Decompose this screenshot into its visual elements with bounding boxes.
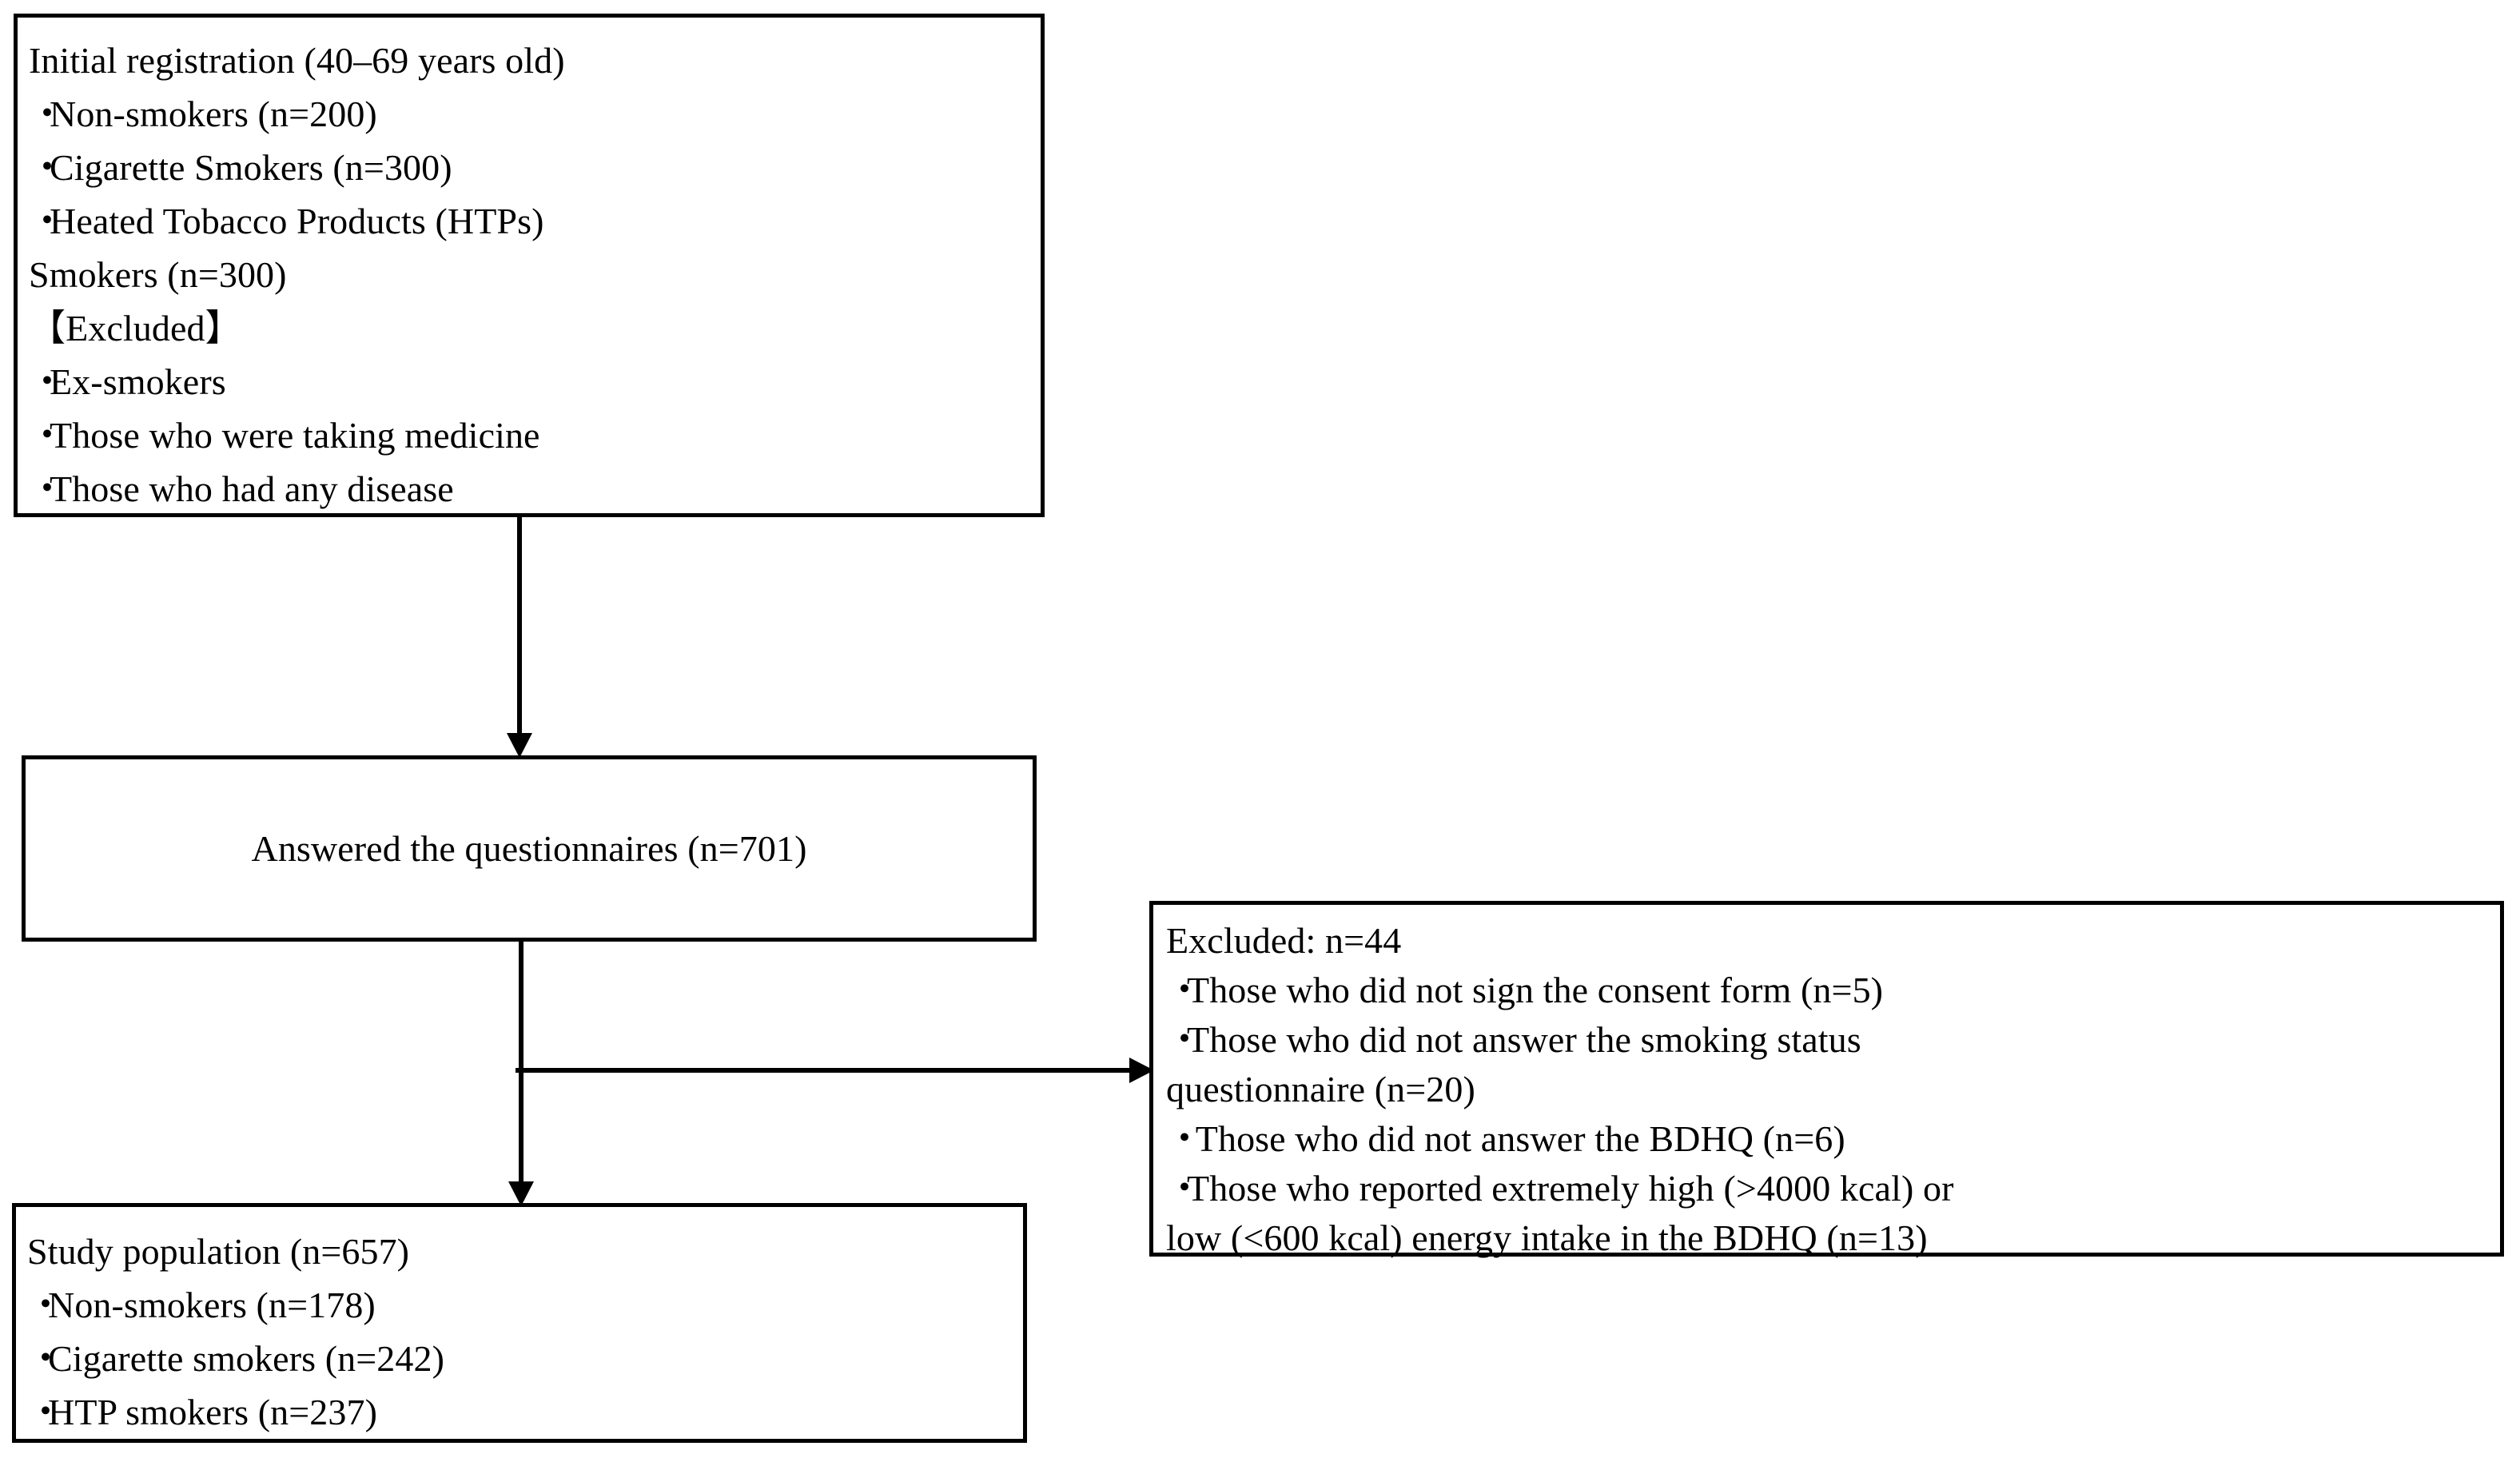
list-item-label: Smokers (n=300) <box>29 254 287 295</box>
bullet-icon: ・ <box>29 201 66 241</box>
bullet-icon: ・ <box>29 468 66 509</box>
list-item: ・Cigarette Smokers (n=300) <box>29 141 1041 194</box>
bullet-icon: ・ <box>27 1338 65 1379</box>
list-item: ・ Those who did not answer the BDHQ (n=6… <box>1166 1114 2500 1164</box>
list-item-label: Non-smokers (n=178) <box>48 1285 376 1325</box>
box-initial-registration-content: Initial registration (40–69 years old)・N… <box>18 18 1041 516</box>
list-item-label: HTP smokers (n=237) <box>48 1392 377 1432</box>
list-item: ・Heated Tobacco Products (HTPs) <box>29 194 1041 248</box>
bullet-icon: ・ <box>1166 970 1204 1010</box>
box-study-population-content: Study population (n=657)・Non-smokers (n=… <box>16 1207 1023 1439</box>
arrow-down-icon <box>507 516 532 758</box>
list-item: ・Cigarette smokers (n=242) <box>27 1332 1023 1385</box>
list-item-label: Cigarette Smokers (n=300) <box>50 147 452 188</box>
list-item-label: Initial registration (40–69 years old) <box>29 40 565 81</box>
list-item: Initial registration (40–69 years old) <box>29 34 1041 87</box>
list-item: ・Those who had any disease <box>29 462 1041 516</box>
answered-questionnaires-label: Answered the questionnaires (n=701) <box>251 828 807 869</box>
list-item: low (<600 kcal) energy intake in the BDH… <box>1166 1213 2500 1263</box>
list-item-label: Those who were taking medicine <box>50 415 540 456</box>
bullet-icon: ・ <box>1166 1019 1204 1060</box>
bullet-icon: ・ <box>29 415 66 456</box>
box-study-population: Study population (n=657)・Non-smokers (n=… <box>12 1203 1027 1443</box>
list-item-label: Those who did not sign the consent form … <box>1187 970 1884 1010</box>
list-item: ・Non-smokers (n=178) <box>27 1278 1023 1332</box>
bullet-icon: ・ <box>27 1285 65 1325</box>
bullet-icon: ・ <box>29 361 66 402</box>
list-item-label: Ex-smokers <box>50 361 226 402</box>
list-item-label: Those who did not answer the BDHQ (n=6) <box>1187 1118 1845 1159</box>
list-item: ・Those who did not answer the smoking st… <box>1166 1015 2500 1065</box>
list-item: 【Excluded】 <box>29 301 1041 355</box>
list-item: questionnaire (n=20) <box>1166 1065 2500 1114</box>
list-item-label: Excluded: n=44 <box>1166 920 1402 961</box>
box-initial-registration: Initial registration (40–69 years old)・N… <box>14 14 1045 517</box>
list-item: ・HTP smokers (n=237) <box>27 1385 1023 1439</box>
connector-questionnaires-to-study-population <box>496 938 551 1207</box>
connector-registration-to-questionnaires <box>496 516 551 759</box>
study-population-line-list: Study population (n=657)・Non-smokers (n=… <box>27 1225 1023 1439</box>
list-item: Study population (n=657) <box>27 1225 1023 1278</box>
list-item-label: questionnaire (n=20) <box>1166 1069 1475 1109</box>
list-item: Excluded: n=44 <box>1166 916 2500 966</box>
box-answered-questionnaires: Answered the questionnaires (n=701) <box>22 755 1037 942</box>
list-item-label: 【Excluded】 <box>29 308 242 349</box>
bullet-icon: ・ <box>29 147 66 188</box>
box-excluded-content: Excluded: n=44・Those who did not sign th… <box>1153 905 2500 1263</box>
list-item: ・Those who reported extremely high (>400… <box>1166 1164 2500 1213</box>
excluded-line-list: Excluded: n=44・Those who did not sign th… <box>1166 916 2500 1263</box>
bullet-icon: ・ <box>27 1392 65 1432</box>
list-item: ・Those who did not sign the consent form… <box>1166 966 2500 1015</box>
list-item-label: Those who reported extremely high (>4000… <box>1187 1168 1954 1209</box>
box-excluded: Excluded: n=44・Those who did not sign th… <box>1149 901 2504 1258</box>
arrow-right-icon <box>516 1058 1154 1083</box>
bullet-icon: ・ <box>1166 1168 1204 1209</box>
list-item-label: Non-smokers (n=200) <box>50 94 377 134</box>
list-item-label: low (<600 kcal) energy intake in the BDH… <box>1166 1217 1928 1258</box>
list-item-label: Those who had any disease <box>50 468 454 509</box>
list-item-label: Heated Tobacco Products (HTPs) <box>50 201 544 241</box>
initial-registration-line-list: Initial registration (40–69 years old)・N… <box>29 34 1041 516</box>
connector-questionnaires-to-excluded <box>516 1046 1155 1095</box>
list-item: ・Those who were taking medicine <box>29 408 1041 462</box>
list-item: Smokers (n=300) <box>29 248 1041 301</box>
bullet-icon: ・ <box>29 94 66 134</box>
list-item: ・Non-smokers (n=200) <box>29 87 1041 141</box>
list-item-label: Those who did not answer the smoking sta… <box>1187 1019 1861 1060</box>
list-item-label: Cigarette smokers (n=242) <box>48 1338 444 1379</box>
list-item: ・Ex-smokers <box>29 355 1041 408</box>
bullet-icon: ・ <box>1166 1118 1204 1159</box>
arrow-down-icon <box>508 938 534 1206</box>
list-item-label: Study population (n=657) <box>27 1231 410 1272</box>
